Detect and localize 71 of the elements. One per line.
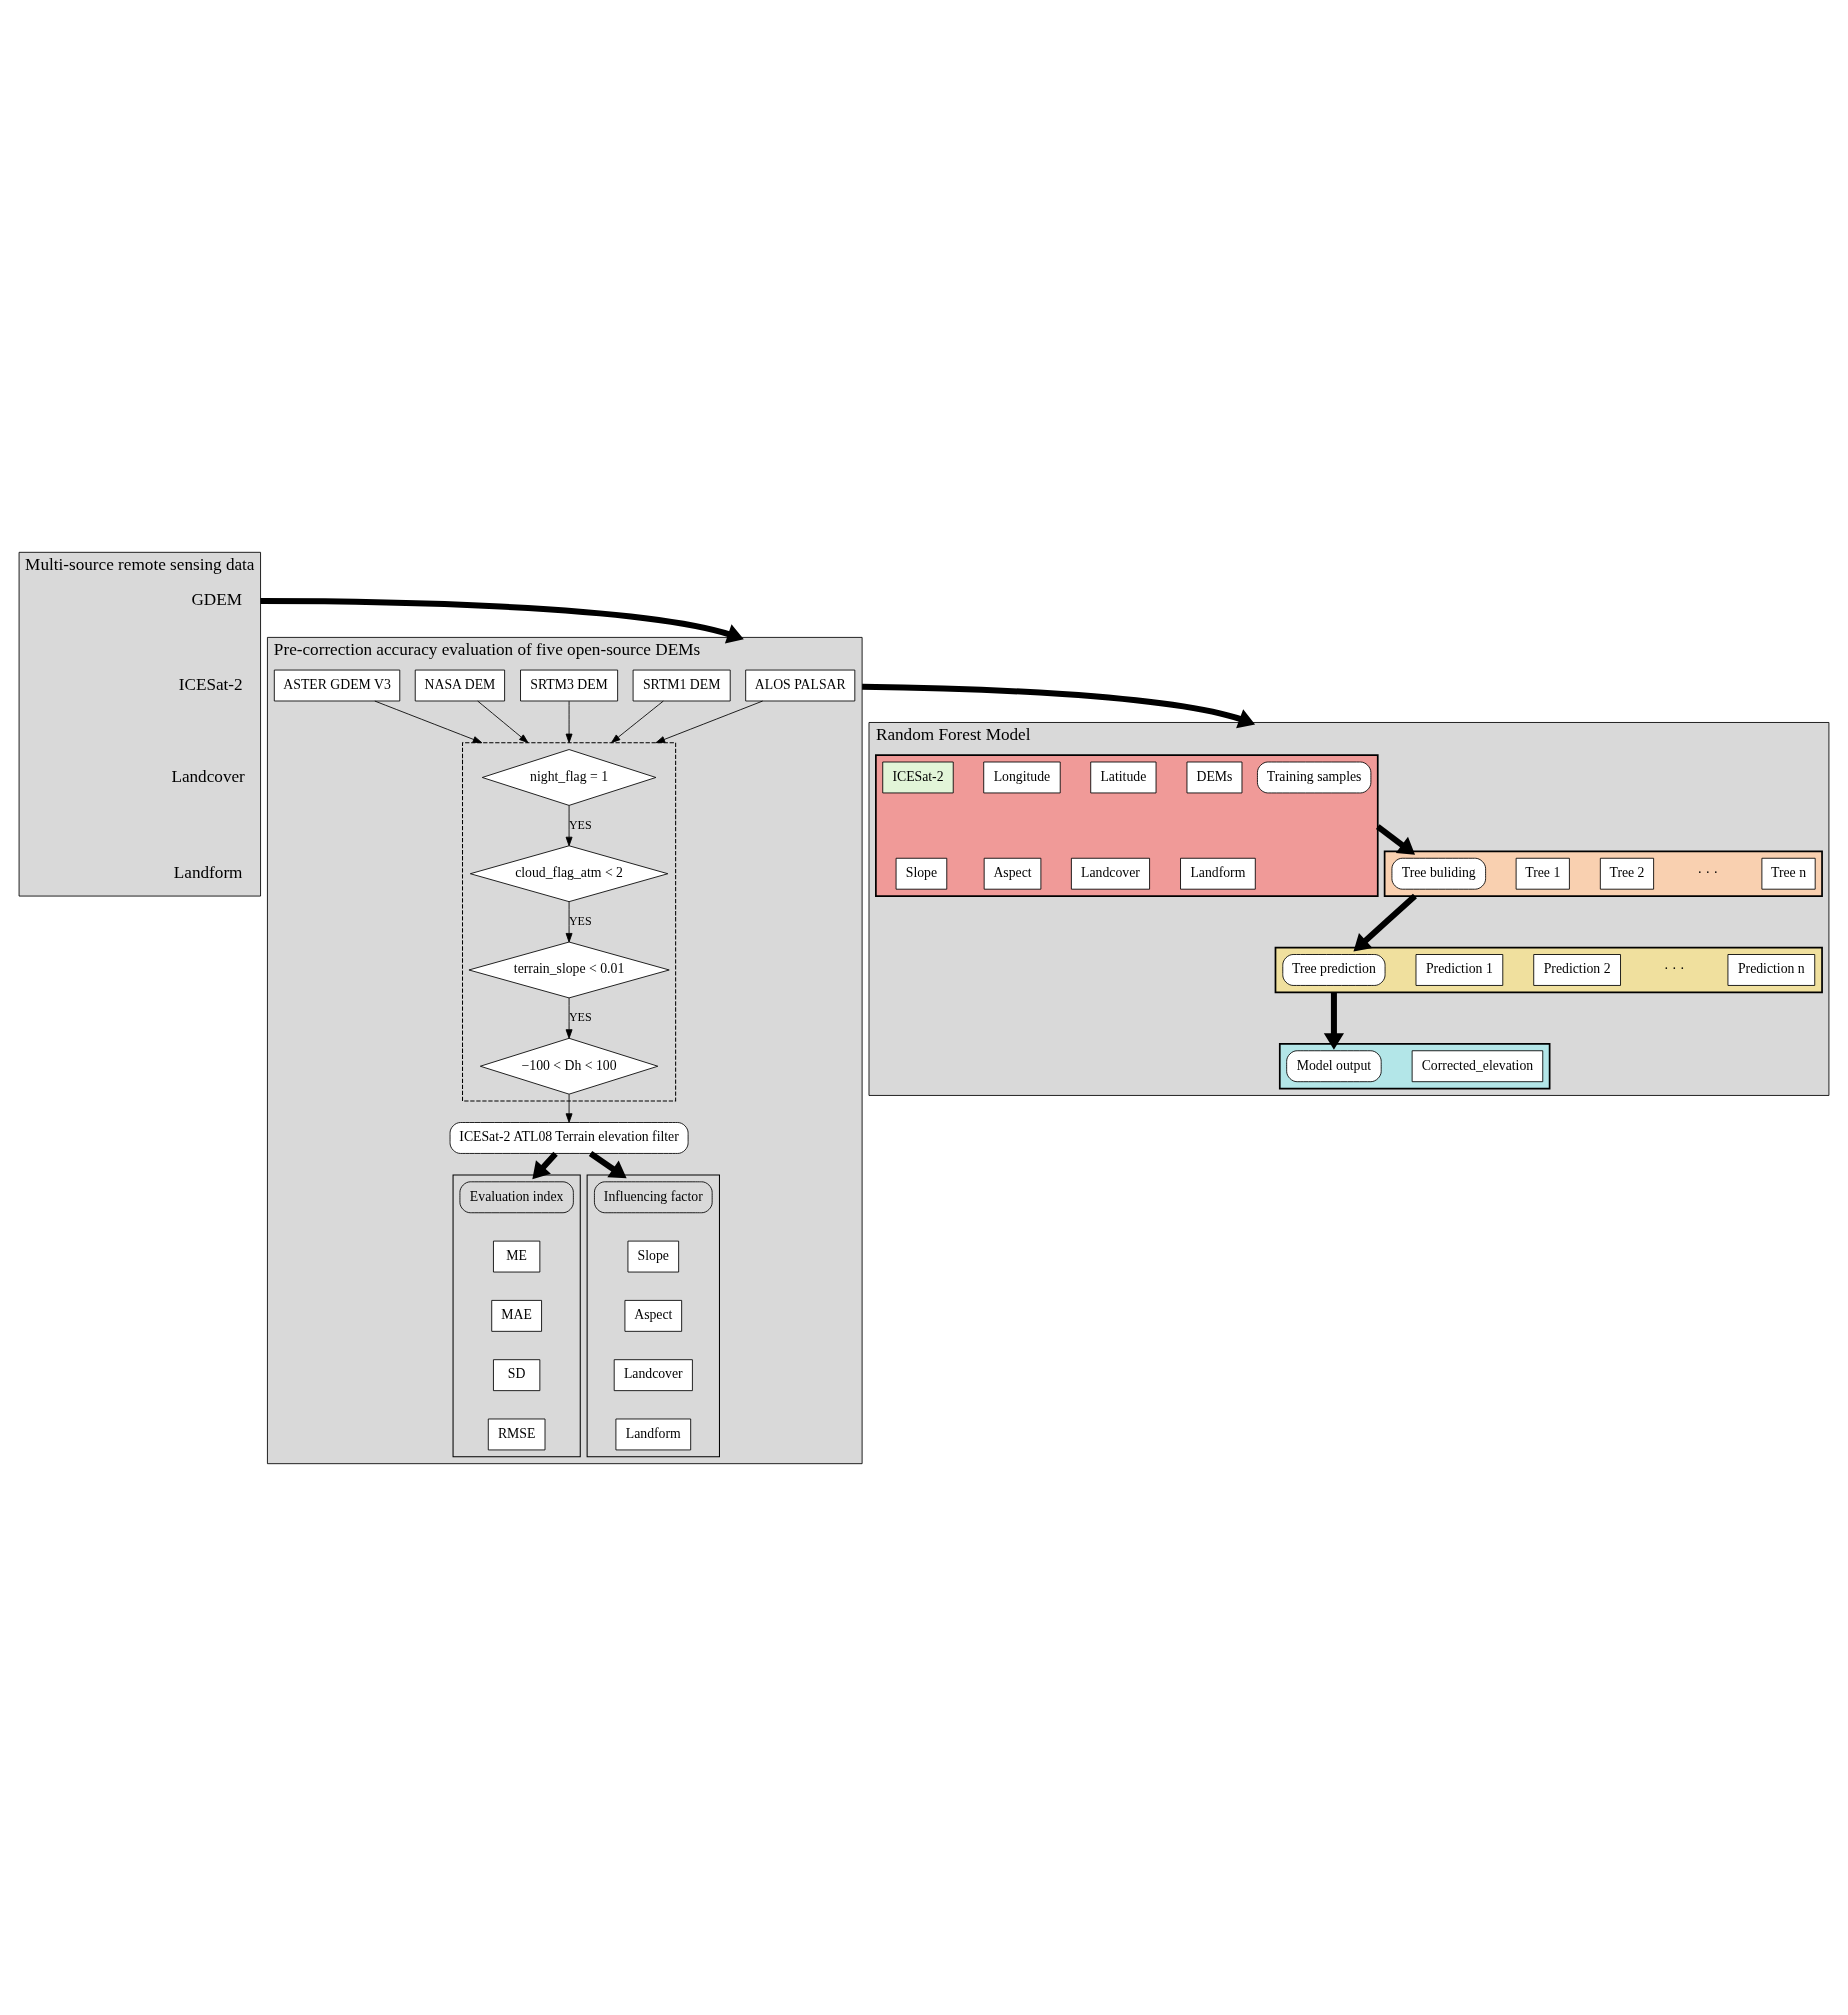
cluster bbox=[452, 1173, 581, 1457]
arrow bbox=[260, 597, 744, 643]
arrow bbox=[1323, 991, 1345, 1050]
arrow bbox=[532, 1151, 558, 1179]
cluster bbox=[462, 741, 677, 1102]
node-box: ICESat-2 ATL08 Terrain elevation filter bbox=[449, 1121, 689, 1154]
arrow bbox=[611, 700, 664, 743]
node-box: SRTM1 DEM bbox=[632, 669, 731, 701]
node-box: Landcover bbox=[1070, 857, 1150, 890]
node-box: Slope bbox=[895, 857, 948, 890]
arrow bbox=[862, 683, 1256, 728]
arrow bbox=[588, 1150, 627, 1178]
node-box: Landcover bbox=[613, 1358, 693, 1391]
arrow bbox=[655, 700, 763, 743]
arrow bbox=[565, 700, 573, 743]
node-text: ICESat-2 bbox=[178, 674, 243, 694]
node-box: Tree buliding bbox=[1391, 857, 1487, 890]
node-box: NASA DEM bbox=[414, 669, 506, 701]
node-text: Landform bbox=[173, 862, 243, 882]
node-box: Training samples bbox=[1257, 761, 1372, 793]
node-box: ICESat-2 bbox=[882, 761, 954, 793]
label: · · · bbox=[1663, 960, 1685, 976]
arrow bbox=[477, 700, 529, 743]
node-diamond: night_flag = 1 bbox=[481, 748, 657, 806]
node-box: RMSE bbox=[487, 1418, 546, 1450]
cluster bbox=[586, 1173, 720, 1457]
arrow bbox=[374, 700, 483, 743]
node-box: Slope bbox=[627, 1240, 680, 1272]
node-box: Landform bbox=[1180, 857, 1256, 890]
node-box: ME bbox=[493, 1240, 541, 1272]
node-box: ASTER GDEM V3 bbox=[273, 669, 401, 701]
arrow bbox=[565, 804, 573, 846]
label: · · · bbox=[1697, 864, 1719, 880]
node-box: Tree n bbox=[1761, 857, 1816, 890]
node-diamond: cloud_flag_atm < 2 bbox=[469, 844, 669, 902]
node-box: SRTM3 DEM bbox=[520, 669, 619, 701]
arrow bbox=[1353, 893, 1417, 951]
node-box: Prediction 1 bbox=[1415, 953, 1504, 986]
node-box: ALOS PALSAR bbox=[745, 669, 856, 701]
node-box: Evaluation index bbox=[459, 1180, 574, 1213]
node-text: GDEM bbox=[191, 589, 243, 609]
edge-label: YES bbox=[568, 817, 592, 832]
node-box: Latitude bbox=[1090, 761, 1157, 793]
node-box: Prediction 2 bbox=[1533, 953, 1621, 986]
node-box: SD bbox=[493, 1358, 541, 1391]
node-box: Tree 2 bbox=[1599, 857, 1655, 890]
node-diamond: terrain_slope < 0.01 bbox=[468, 941, 670, 998]
node-box: Longitude bbox=[983, 761, 1061, 793]
node-box: Aspect bbox=[624, 1299, 683, 1332]
node-box: Influencing factor bbox=[594, 1180, 713, 1213]
arrow bbox=[565, 997, 573, 1039]
cluster bbox=[1274, 946, 1823, 993]
node-box: Model output bbox=[1286, 1049, 1382, 1082]
arrow bbox=[565, 900, 573, 942]
node-box: Tree prediction bbox=[1282, 953, 1386, 986]
node-box: Landform bbox=[615, 1418, 692, 1450]
node-box: MAE bbox=[491, 1299, 542, 1332]
cluster bbox=[875, 753, 1379, 897]
edge-label: YES bbox=[568, 913, 592, 928]
node-box: DEMs bbox=[1186, 761, 1243, 793]
node-text: Landcover bbox=[171, 766, 245, 786]
node-box: Tree 1 bbox=[1515, 857, 1570, 890]
cluster bbox=[1383, 850, 1823, 897]
edge-label: YES bbox=[568, 1009, 592, 1024]
node-box: Corrected_elevation bbox=[1411, 1049, 1544, 1082]
node-box: Aspect bbox=[983, 857, 1042, 890]
cluster bbox=[1278, 1042, 1551, 1089]
arrow bbox=[1375, 823, 1416, 855]
arrow bbox=[565, 1093, 573, 1123]
node-box: Prediction n bbox=[1727, 953, 1816, 986]
node-diamond: −100 < Dh < 100 bbox=[479, 1037, 659, 1095]
